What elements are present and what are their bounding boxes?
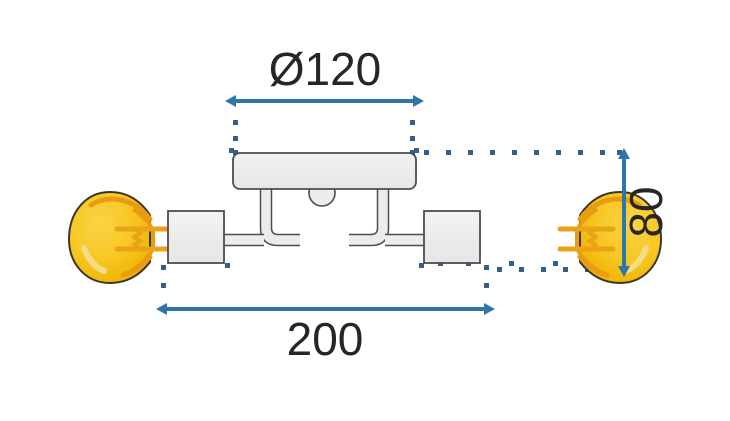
right-bulb-neck [575, 207, 599, 272]
right-socket-stub [385, 233, 427, 247]
extension-line-width-left [161, 265, 166, 288]
right-bulb-filament [557, 226, 616, 252]
left-arm-fill [260, 186, 300, 246]
left-bulb-neck [131, 207, 155, 272]
width-dimension-label: 200 [287, 313, 364, 365]
left-bulb-filament-coil [132, 227, 143, 251]
left-bulb-highlight [81, 245, 107, 274]
extension-lines [161, 120, 622, 288]
left-socket [167, 210, 225, 264]
extension-line-top-right [410, 120, 415, 155]
dimension-arrows [156, 95, 630, 315]
extension-line-width-right [484, 265, 489, 288]
lamp-fixture [67, 152, 663, 285]
right-socket [423, 210, 481, 264]
left-bulb-rim [88, 196, 153, 222]
right-arm-outline [349, 186, 390, 247]
left-bulb-filament [114, 226, 173, 252]
extension-line-height-top [424, 150, 622, 155]
ceiling-plate [232, 152, 417, 190]
right-arm-fill [349, 186, 389, 246]
left-arm-outline [259, 186, 300, 247]
left-bulb [67, 190, 173, 285]
left-socket-stub [222, 233, 264, 247]
extension-line-top-left [233, 120, 238, 155]
diameter-dimension-label: Ø120 [269, 43, 382, 95]
right-bulb-filament-coil [587, 227, 598, 251]
height-dimension-label: 80 [620, 186, 672, 237]
dimension-labels: Ø120 200 80 [269, 43, 672, 365]
